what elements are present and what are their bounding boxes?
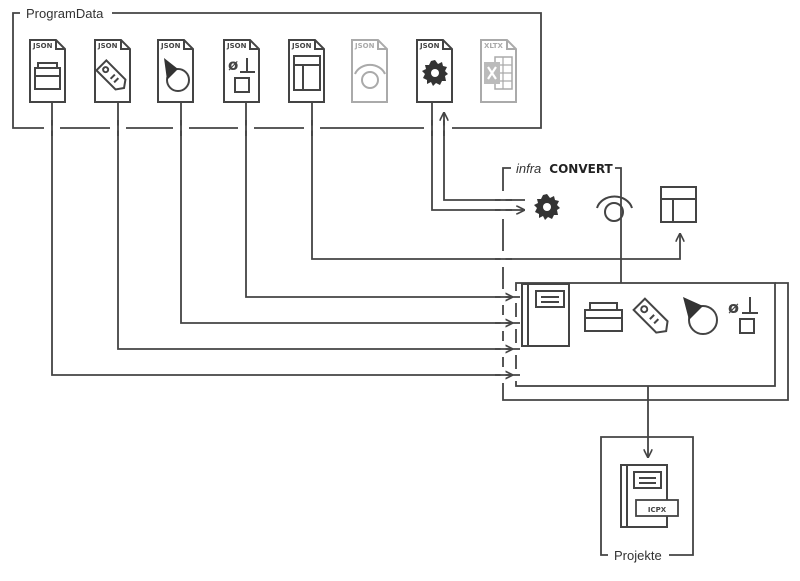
json-file-arc[interactable]: JSON <box>351 39 388 103</box>
json-file-drawer[interactable]: JSON <box>29 39 66 103</box>
file-tag: JSON <box>32 42 53 50</box>
file-tag: JSON <box>160 42 181 50</box>
price-tag-icon[interactable] <box>632 297 672 337</box>
icpx-project-file[interactable]: ICPX <box>620 464 679 528</box>
table-layout-icon[interactable] <box>660 186 697 223</box>
table-layout-icon <box>293 55 321 91</box>
json-file-tag[interactable]: JSON <box>94 39 131 103</box>
json-file-table[interactable]: JSON <box>288 39 325 103</box>
file-tag: JSON <box>419 42 440 50</box>
file-tag: ICPX <box>648 506 667 514</box>
file-tag: JSON <box>354 42 375 50</box>
pipe-elbow-icon[interactable] <box>683 297 718 335</box>
gear-icon <box>422 60 448 86</box>
flow-lines <box>44 102 680 457</box>
file-tag: JSON <box>291 42 312 50</box>
file-tag: XLTX <box>484 42 503 50</box>
projekte-title: Projekte <box>614 548 662 563</box>
file-tag: JSON <box>226 42 247 50</box>
program-data-frame: ProgramData <box>12 6 542 129</box>
diameter-symbol-icon[interactable]: ø <box>728 297 758 334</box>
json-file-diameter[interactable]: JSON ø <box>223 39 260 103</box>
diameter-symbol-icon: ø <box>228 56 255 93</box>
projekte-frame: Projekte <box>600 436 694 563</box>
arc-icon <box>354 63 386 89</box>
svg-text:ø: ø <box>228 56 238 74</box>
infra-convert-frame: infra CONVERT <box>502 160 789 401</box>
drawer-icon <box>34 62 61 90</box>
project-book-icon[interactable] <box>521 283 570 347</box>
xltx-file-excel[interactable]: XLTX <box>480 39 517 103</box>
infra-convert-title: infra CONVERT <box>516 160 614 177</box>
pipe-elbow-icon <box>164 58 190 92</box>
drawer-icon[interactable] <box>584 302 623 332</box>
project-contents-box <box>515 282 776 387</box>
price-tag-icon <box>95 59 127 91</box>
file-tag: JSON <box>97 42 118 50</box>
infra-convert-tools <box>534 186 697 223</box>
arc-icon[interactable] <box>596 195 633 222</box>
svg-text:ø: ø <box>728 298 739 317</box>
json-file-pipe[interactable]: JSON <box>157 39 194 103</box>
gear-icon[interactable] <box>534 194 560 220</box>
project-contents: ø <box>521 283 758 347</box>
json-file-gear[interactable]: JSON <box>416 39 453 103</box>
program-data-title: ProgramData <box>26 6 104 21</box>
excel-icon <box>484 56 513 90</box>
